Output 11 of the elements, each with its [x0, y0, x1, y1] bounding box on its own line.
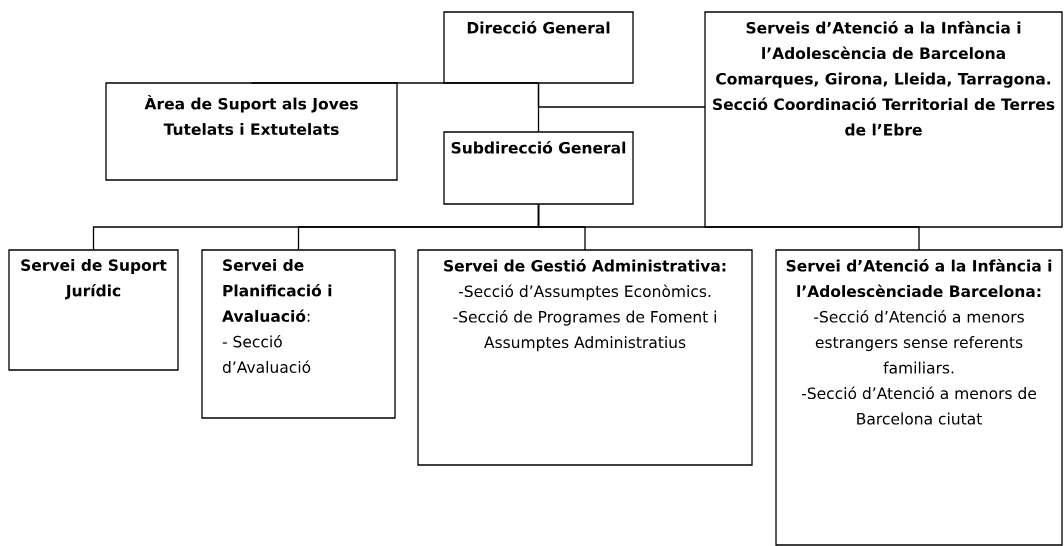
org-box: Servei de Planificació i Avaluació: - Secció d’Avaluació: [201, 249, 396, 419]
org-box: Serveis d’Atenció a la Infància i l’Adolescència de Barcelona Comarques, Girona, Lleida, Tarragona. Secció Coordinació Territorial de Terres de l’Ebre: [704, 11, 1063, 228]
org-box: Direcció General: [443, 11, 634, 84]
org-box: Servei de Suport Jurídic: [8, 249, 179, 371]
org-box: Servei d’Atenció a la Infància i l’Adolescènciade Barcelona: -Secció d’Atenció a menors estrangers sense referents familiars. -Secció d’Atenció a menors de Barcelona ciutat: [775, 249, 1063, 546]
connector-line: [250, 82, 540, 84]
connector-line: [537, 82, 540, 133]
org-box: Àrea de Suport als Joves Tutelats i Extutelats: [105, 82, 398, 181]
org-box: Servei de Gestió Administrativa: -Secció d’Assumptes Econòmics. -Secció de Programes de Foment i Assumptes Administratius: [417, 249, 753, 466]
org-box: Subdirecció General: [443, 131, 634, 205]
connector-line: [537, 203, 920, 251]
